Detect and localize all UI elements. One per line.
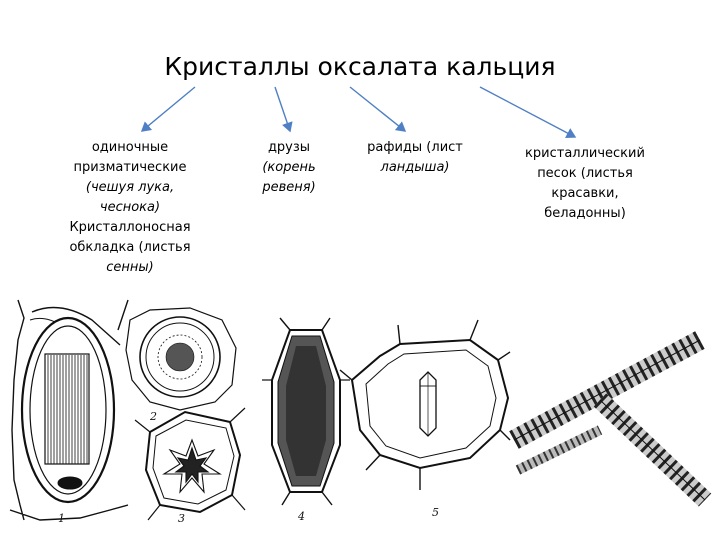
category-line: (чешуя лука, [85, 180, 175, 195]
category-line: песок (листья [537, 166, 633, 181]
illustration-crystal-sand-cell: 4 [262, 317, 350, 523]
category-line: обкладка (листья [69, 240, 191, 255]
category-raphides: рафиды (лист ландыша) [345, 138, 485, 178]
category-line: друзы [267, 140, 311, 155]
category-crystal-sand: кристаллический песок (листья красавки, бел… [505, 144, 665, 224]
category-line: ландыша) [380, 160, 450, 175]
illustration-star-druse-cell: 3 [134, 407, 246, 525]
category-line: кристаллический [525, 146, 645, 161]
arrow-to-sand [479, 86, 577, 139]
arrow-to-single [140, 86, 196, 132]
page-title: Кристаллы оксалата кальция [164, 52, 556, 81]
illustration-prismatic-cell: 1 [9, 299, 129, 525]
illustration-crystal-strands [509, 331, 712, 507]
category-line: сенны) [106, 260, 154, 275]
svg-text:4: 4 [297, 510, 305, 523]
category-line: Кристаллоносная [69, 220, 191, 235]
category-line: рафиды (лист [367, 140, 463, 155]
illustration-hexagonal-cell: 5 [339, 319, 511, 519]
category-line: призматические [73, 160, 187, 175]
category-line: красавки, [551, 186, 619, 201]
category-line: одиночные [91, 140, 169, 155]
category-line: беладонны) [544, 206, 626, 221]
category-single-prismatic: одиночные призматические (чешуя лука, чесно… [50, 138, 210, 278]
svg-text:1: 1 [58, 512, 65, 525]
svg-text:2: 2 [149, 410, 157, 423]
category-line: (корень [262, 160, 316, 175]
category-line: ревеня) [262, 180, 316, 195]
svg-text:3: 3 [178, 512, 185, 525]
arrow-to-druses [274, 86, 293, 133]
category-druses: друзы (корень ревеня) [248, 138, 330, 198]
arrow-to-raphides [349, 86, 407, 132]
illustration-round-druse-cell: 2 [125, 307, 237, 423]
svg-text:5: 5 [432, 506, 439, 519]
category-line: чеснока) [99, 200, 161, 215]
